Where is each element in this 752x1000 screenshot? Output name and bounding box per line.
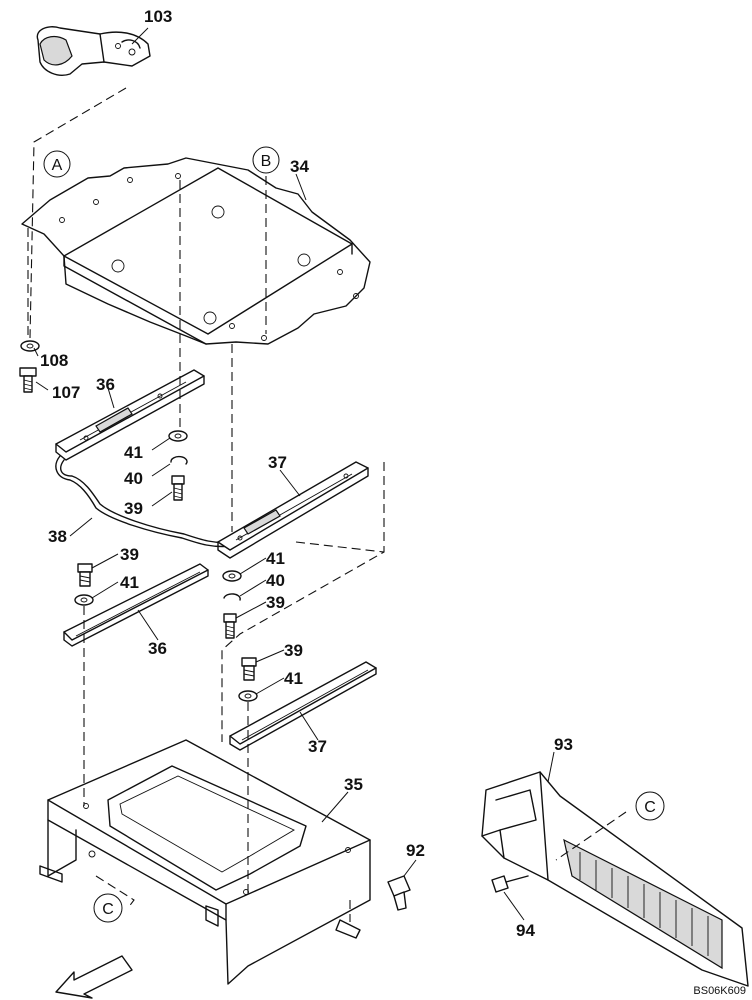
part-41-washer-d (238, 690, 258, 702)
part-35-stand (39, 739, 371, 985)
callout-35: 35 (344, 775, 363, 794)
callout-40-b: 40 (266, 571, 285, 590)
callout-36-upper: 36 (96, 375, 115, 394)
callout-39-c: 39 (266, 593, 285, 612)
part-103-handle (36, 26, 151, 76)
callout-labels: 103 34 108 107 36 41 40 39 38 37 39 41 3… (40, 7, 573, 940)
part-93-cover (481, 771, 749, 987)
ref-circle-a: A (43, 150, 71, 178)
part-37-rail-lower (229, 661, 377, 751)
part-108-washer (20, 340, 40, 352)
part-37-rail-upper (217, 461, 369, 559)
callout-39-a: 39 (124, 499, 143, 518)
front-direction-arrow (55, 955, 133, 999)
part-36-rail-lower (63, 563, 209, 647)
part-38-rod (55, 455, 233, 548)
callout-93: 93 (554, 735, 573, 754)
callout-36-lower: 36 (148, 639, 167, 658)
callout-103: 103 (144, 7, 172, 26)
callout-38: 38 (48, 527, 67, 546)
part-41-washer-c (222, 570, 242, 582)
part-107-bolt (19, 367, 37, 393)
ref-circle-b: B (252, 146, 280, 174)
callout-41-d: 41 (284, 669, 303, 688)
callout-94: 94 (516, 921, 535, 940)
ref-circle-c-left: C (93, 893, 123, 923)
callout-37-lower: 37 (308, 737, 327, 756)
callout-37-upper: 37 (268, 453, 287, 472)
callout-107: 107 (52, 383, 80, 402)
part-92-bolt (387, 875, 411, 911)
part-36-rail-upper (55, 369, 205, 461)
leader-lines (33, 27, 555, 921)
part-40-lockwasher-a (170, 455, 188, 465)
part-39-bolt-a (171, 475, 185, 501)
ref-circle-c-right: C (635, 791, 665, 821)
part-41-washer-a (168, 430, 188, 442)
diagram-code: BS06K609 (693, 985, 746, 997)
callout-34: 34 (290, 157, 309, 176)
part-40-lockwasher-b (223, 593, 241, 601)
part-94-screw (491, 875, 529, 893)
ref-c-right-label: C (644, 799, 656, 816)
part-39-bolt-b (77, 563, 93, 587)
callout-41-a: 41 (124, 443, 143, 462)
part-34-plate (21, 157, 371, 345)
callout-41-b: 41 (120, 573, 139, 592)
part-39-bolt-c (223, 613, 237, 639)
callout-92: 92 (406, 841, 425, 860)
callout-39-d: 39 (284, 641, 303, 660)
ref-c-left-label: C (102, 901, 114, 918)
callout-108: 108 (40, 351, 68, 370)
callout-41-c: 41 (266, 549, 285, 568)
part-41-washer-b (74, 594, 94, 606)
assembly-lines (27, 87, 627, 922)
part-39-bolt-d (241, 657, 257, 681)
ref-b-label: B (261, 153, 272, 170)
callout-39-b: 39 (120, 545, 139, 564)
callout-40-a: 40 (124, 469, 143, 488)
ref-a-label: A (52, 157, 63, 174)
